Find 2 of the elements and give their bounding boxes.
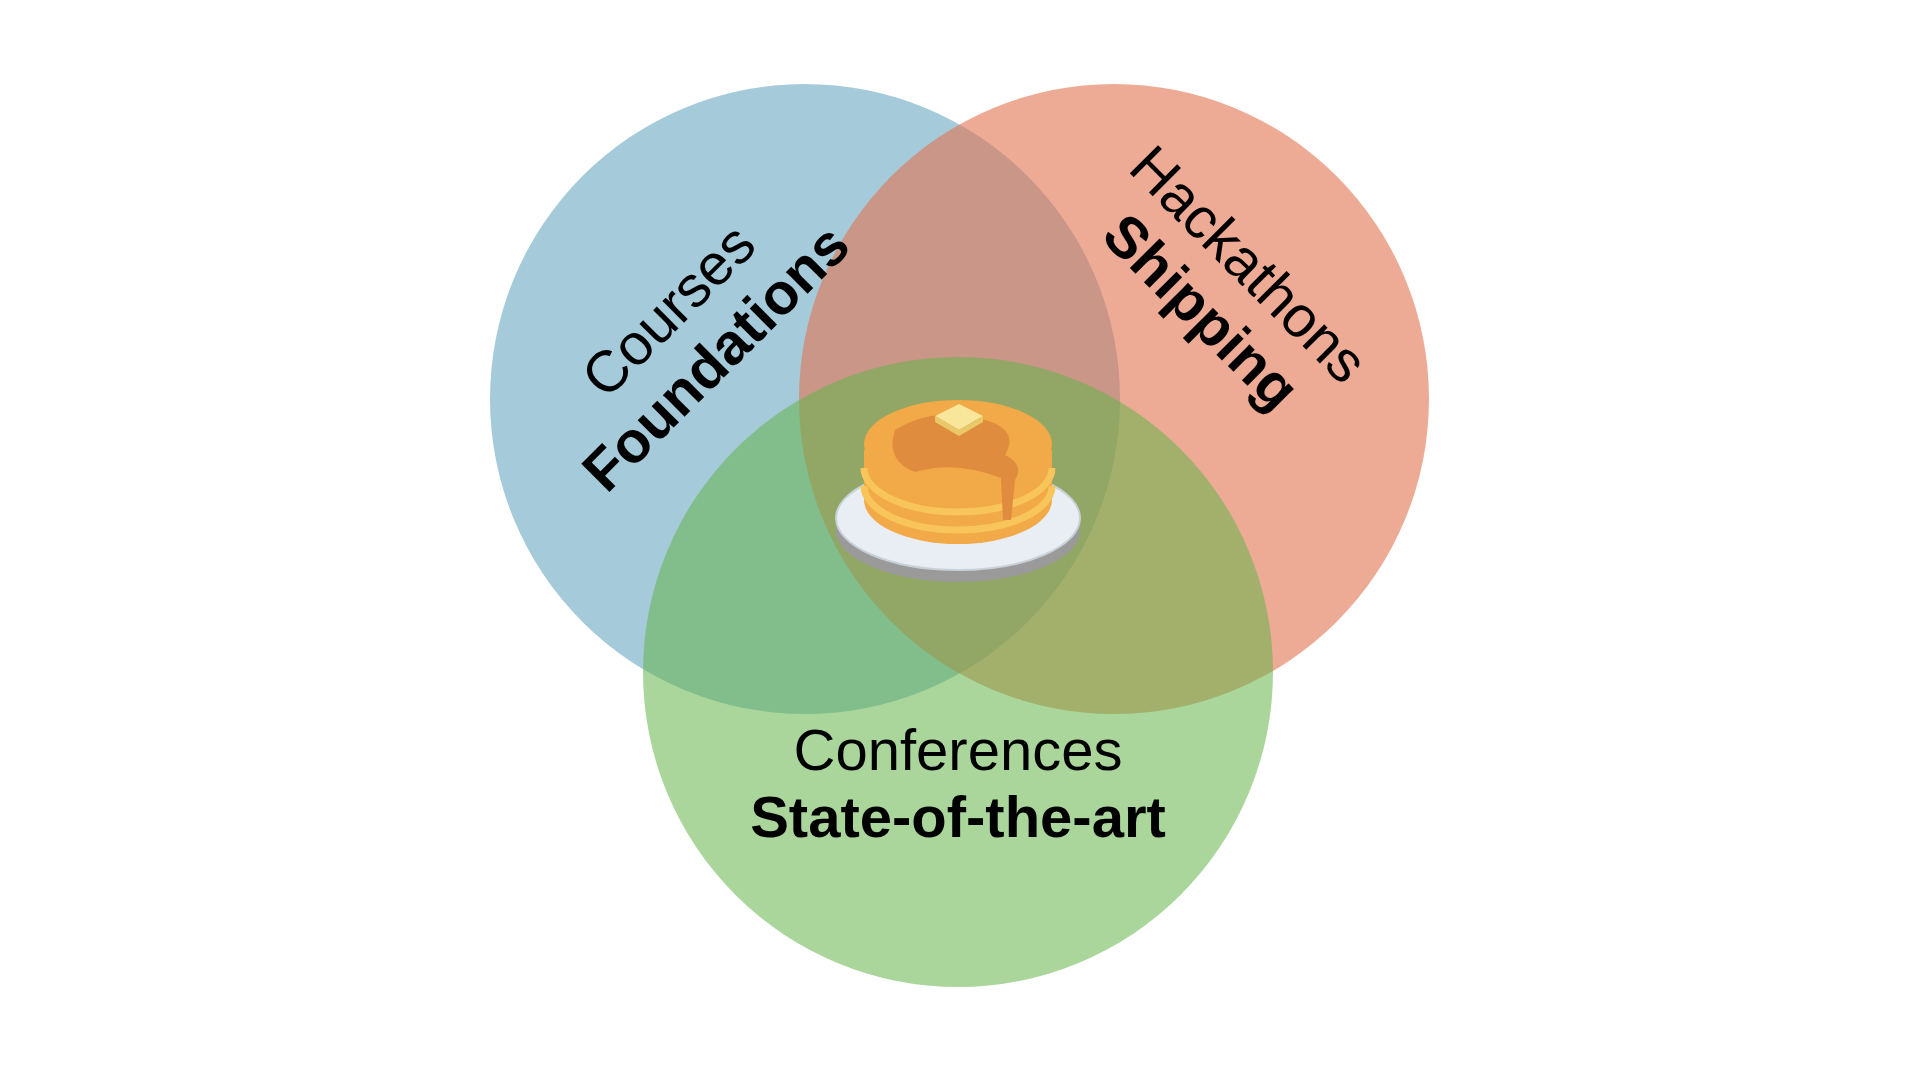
- circle-heading: Conferences: [793, 717, 1123, 784]
- circle-subheading: State-of-the-art: [750, 784, 1166, 851]
